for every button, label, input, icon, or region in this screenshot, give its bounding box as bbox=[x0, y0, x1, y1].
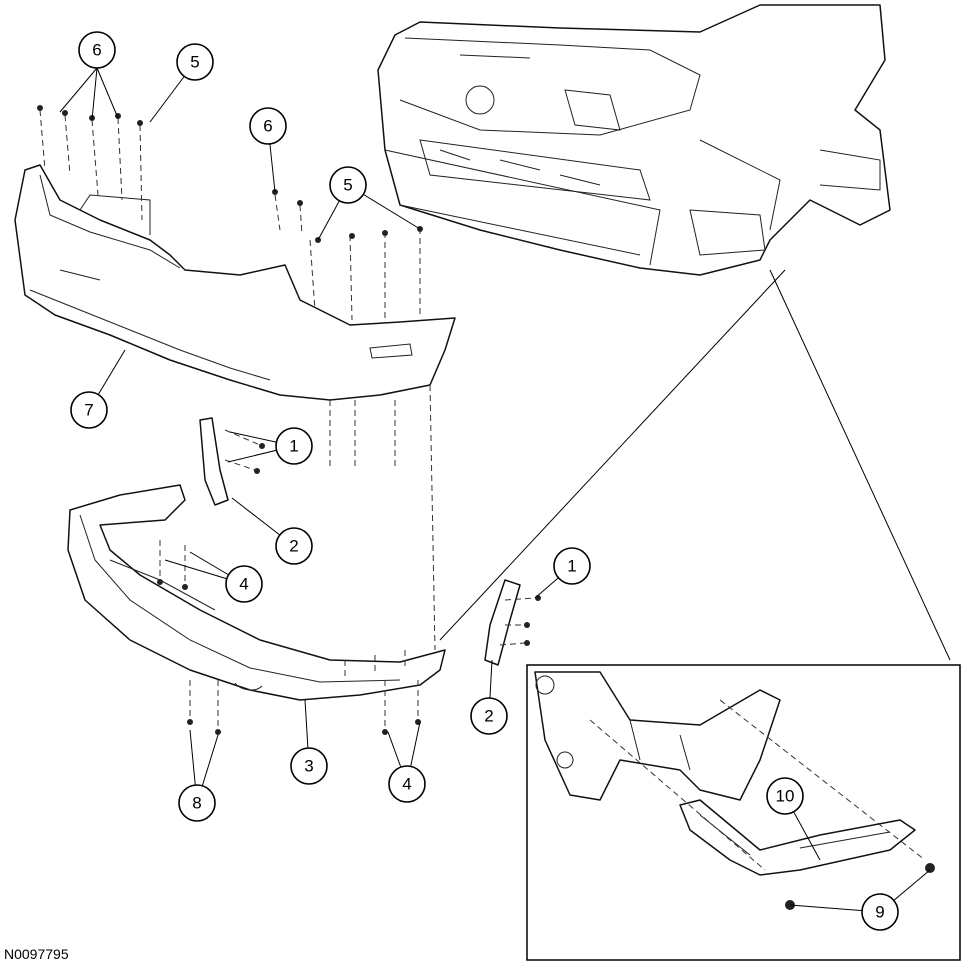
svg-text:2: 2 bbox=[289, 537, 298, 556]
svg-text:3: 3 bbox=[304, 757, 313, 776]
callout-1-right: 1 bbox=[553, 547, 591, 585]
svg-text:2: 2 bbox=[484, 707, 493, 726]
callout-6-center: 6 bbox=[249, 107, 287, 145]
callout-2-right: 2 bbox=[470, 697, 508, 735]
assembly-lines bbox=[39, 109, 951, 871]
svg-text:1: 1 bbox=[289, 437, 298, 456]
callout-7: 7 bbox=[70, 391, 108, 429]
svg-text:9: 9 bbox=[875, 903, 884, 922]
callout-5-top-left: 5 bbox=[176, 43, 214, 81]
svg-text:10: 10 bbox=[776, 787, 795, 806]
callout-6-top-left: 6 bbox=[78, 31, 116, 69]
svg-text:6: 6 bbox=[92, 41, 101, 60]
callout-10: 10 bbox=[766, 777, 804, 815]
bumper-bracket-right bbox=[484, 579, 521, 666]
callout-1-left: 1 bbox=[275, 427, 313, 465]
svg-text:8: 8 bbox=[192, 794, 201, 813]
callout-9: 9 bbox=[861, 893, 899, 931]
callout-5-center: 5 bbox=[329, 166, 367, 204]
callout-3: 3 bbox=[290, 747, 328, 785]
svg-text:4: 4 bbox=[402, 775, 411, 794]
vehicle-rear-body bbox=[377, 4, 891, 276]
svg-text:1: 1 bbox=[567, 557, 576, 576]
callout-4-left: 4 bbox=[225, 565, 263, 603]
svg-text:7: 7 bbox=[84, 401, 93, 420]
svg-text:6: 6 bbox=[263, 117, 272, 136]
callout-4-right: 4 bbox=[388, 765, 426, 803]
bumper-bracket-left bbox=[199, 417, 229, 506]
svg-text:5: 5 bbox=[343, 176, 352, 195]
callout-2-left: 2 bbox=[275, 527, 313, 565]
upper-bumper-cover bbox=[14, 164, 456, 401]
callout-8: 8 bbox=[178, 784, 216, 822]
svg-text:4: 4 bbox=[239, 575, 248, 594]
figure-id-label: N0097795 bbox=[4, 946, 69, 962]
svg-text:5: 5 bbox=[190, 53, 199, 72]
